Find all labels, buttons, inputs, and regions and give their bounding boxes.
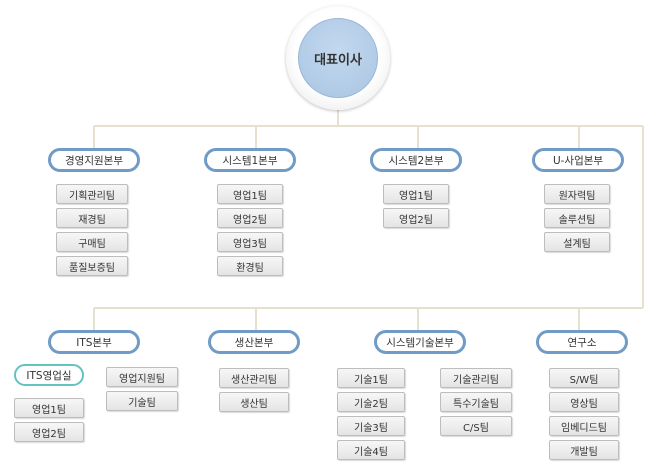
team-systech-2: 기술2팀 (337, 392, 405, 412)
team-sys2-1: 영업1팀 (383, 184, 449, 204)
division-its: ITS본부 (48, 330, 140, 354)
team-prod-1: 생산관리팀 (219, 368, 289, 388)
team-ubiz-1: 원자력팀 (544, 184, 610, 204)
team-systech-7: C/S팀 (440, 416, 512, 436)
team-sys2-2: 영업2팀 (383, 208, 449, 228)
team-systech-5: 기술관리팀 (440, 368, 512, 388)
team-sys1-2: 영업2팀 (217, 208, 283, 228)
team-ubiz-3: 설계팀 (544, 232, 610, 252)
division-ubiz: U-사업본부 (532, 148, 624, 172)
division-lab: 연구소 (536, 330, 628, 354)
team-mgmt-2: 재경팀 (56, 208, 128, 228)
division-prod: 생산본부 (208, 330, 300, 354)
ceo-node: 대표이사 (286, 6, 390, 110)
division-sys1: 시스템1본부 (204, 148, 296, 172)
team-prod-2: 생산팀 (219, 392, 289, 412)
division-sys2: 시스템2본부 (370, 148, 462, 172)
team-lab-3: 임베디드팀 (549, 416, 619, 436)
team-lab-1: S/W팀 (549, 368, 619, 388)
team-its-1: 영업지원팀 (106, 367, 178, 387)
team-systech-4: 기술4팀 (337, 440, 405, 460)
team-sys1-1: 영업1팀 (217, 184, 283, 204)
team-mgmt-3: 구매팀 (56, 232, 128, 252)
team-systech-3: 기술3팀 (337, 416, 405, 436)
team-mgmt-4: 품질보증팀 (56, 256, 128, 276)
team-mgmt-1: 기획관리팀 (56, 184, 128, 204)
team-its-sales-2: 영업2팀 (14, 422, 84, 442)
team-its-sales-1: 영업1팀 (14, 398, 84, 418)
team-systech-6: 특수기술팀 (440, 392, 512, 412)
team-sys1-4: 환경팀 (217, 256, 283, 276)
team-lab-4: 개발팀 (549, 440, 619, 460)
division-systech: 시스템기술본부 (374, 330, 466, 354)
team-ubiz-2: 솔루션팀 (544, 208, 610, 228)
team-sys1-3: 영업3팀 (217, 232, 283, 252)
team-lab-2: 영상팀 (549, 392, 619, 412)
subdivision-its-sales: ITS영업실 (14, 364, 84, 386)
ceo-label: 대표이사 (298, 18, 378, 98)
team-systech-1: 기술1팀 (337, 368, 405, 388)
team-its-2: 기술팀 (106, 391, 178, 411)
division-mgmt: 경영지원본부 (48, 148, 140, 172)
